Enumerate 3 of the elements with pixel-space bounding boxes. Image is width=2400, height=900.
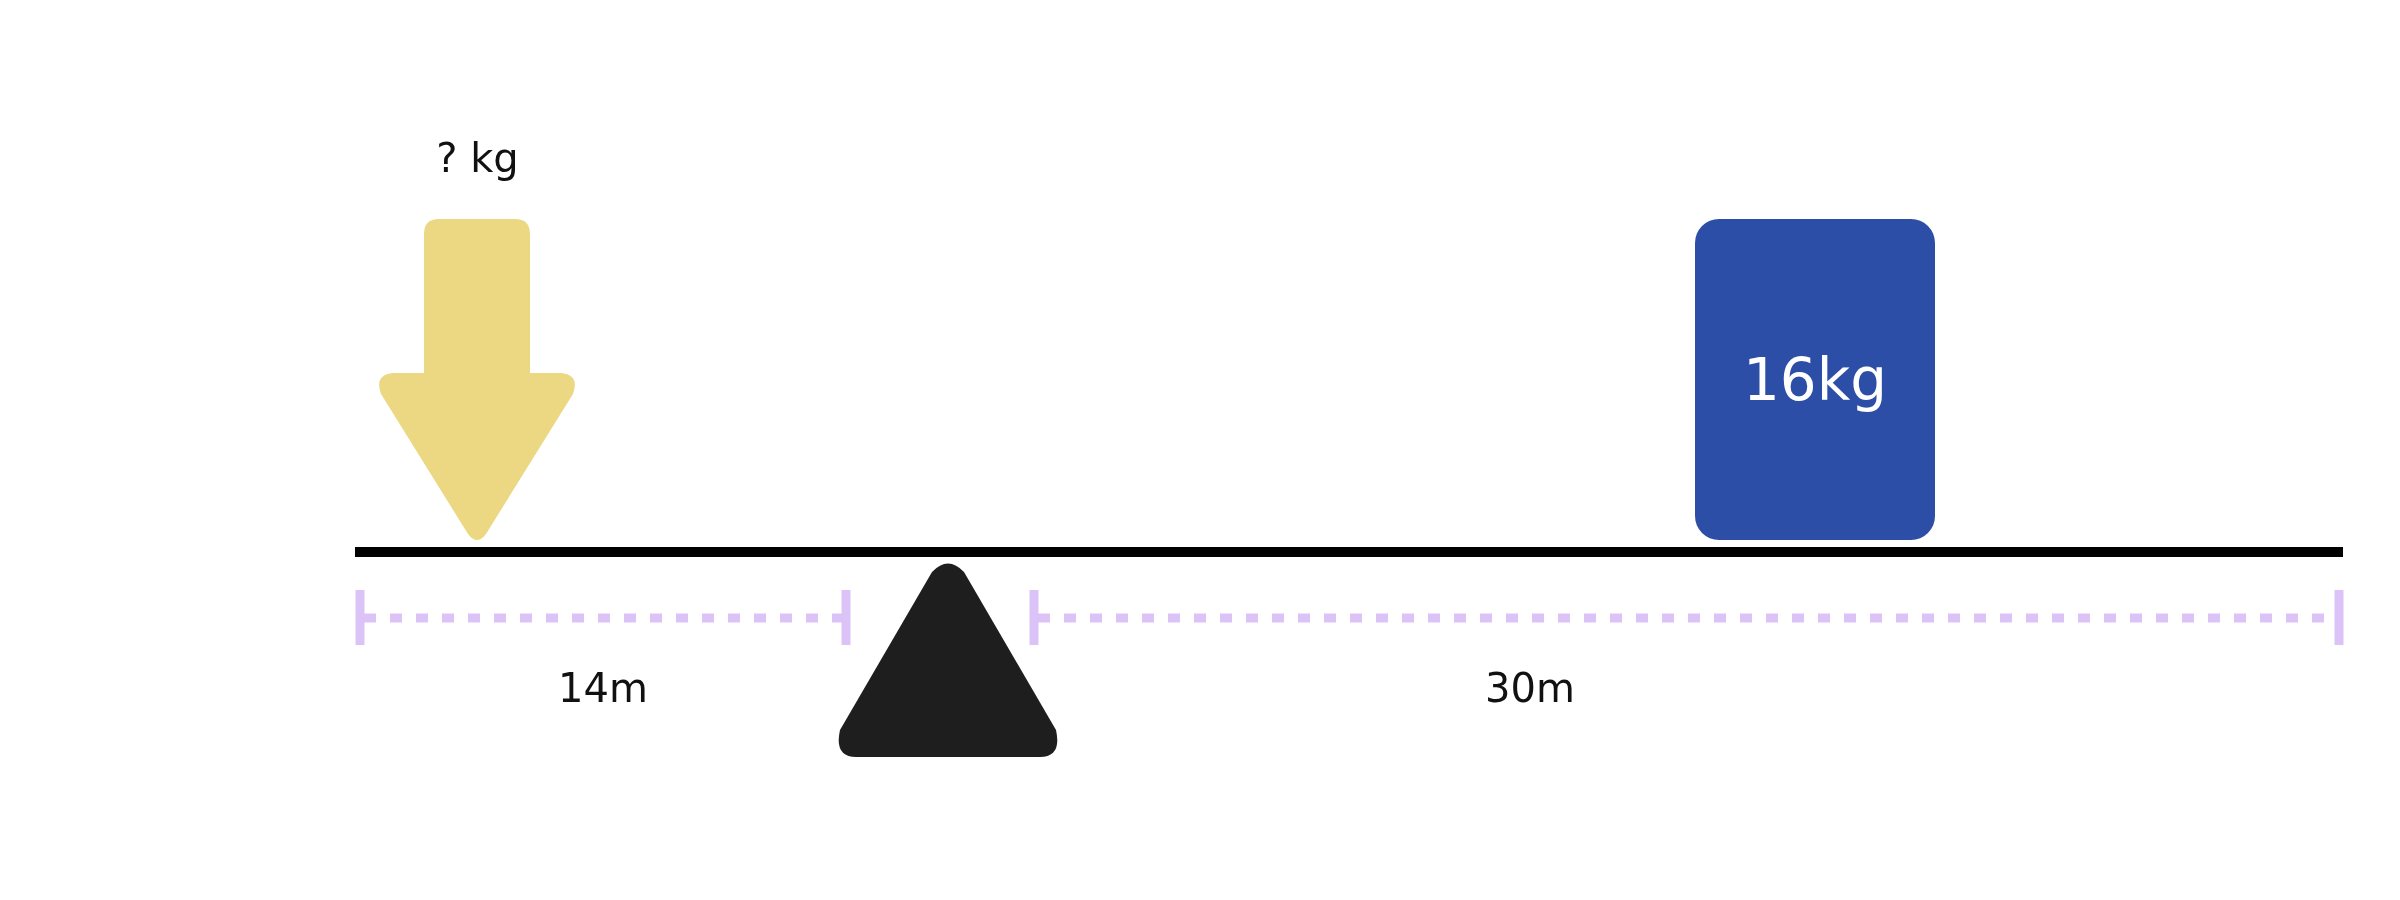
weight-block — [1695, 219, 1935, 540]
dimension-label: 30m — [1485, 668, 1575, 708]
dimension-label: 14m — [558, 668, 648, 708]
